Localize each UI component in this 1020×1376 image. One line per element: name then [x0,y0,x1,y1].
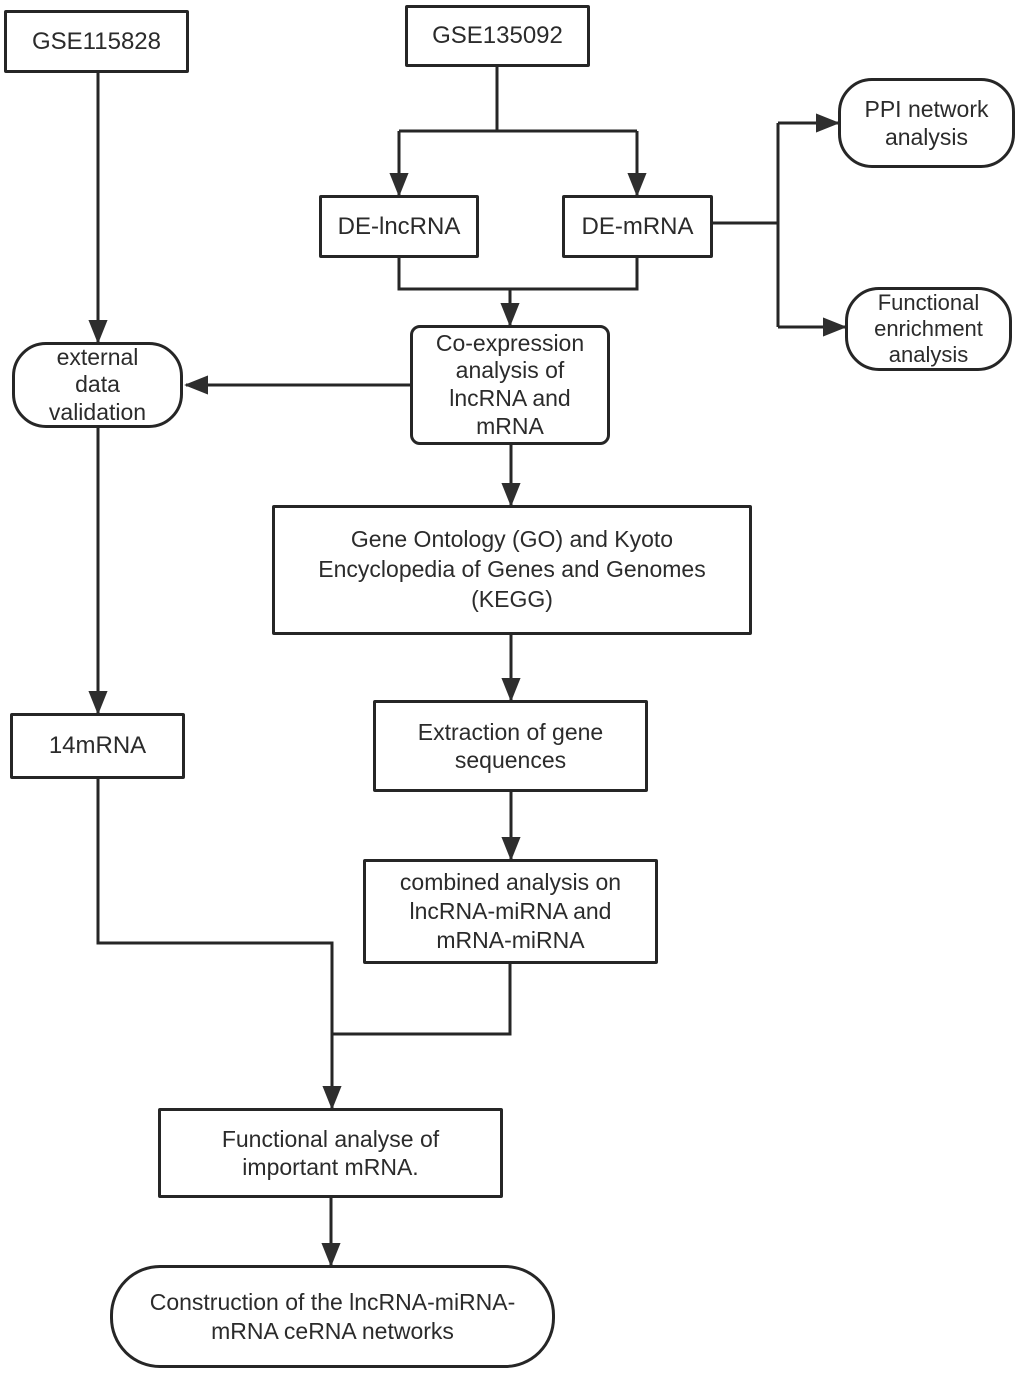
node-coexpression-analysis: Co-expression analysis of lncRNA and mRN… [410,325,610,445]
node-combined-analysis: combined analysis on lncRNA-miRNA and mR… [363,859,658,964]
node-14mrna: 14mRNA [10,713,185,779]
node-de-lncrna: DE-lncRNA [319,195,479,258]
node-construction-cerna-networks: Construction of the lncRNA-miRNA- mRNA c… [110,1265,555,1368]
edge-14mrna-to-junction-and-down [96,779,342,1110]
node-functional-analyse-mrna: Functional analyse of important mRNA. [158,1108,503,1198]
node-gse115828: GSE115828 [4,10,189,73]
edge-combined-to-junction [332,964,512,1036]
node-go-kegg: Gene Ontology (GO) and Kyoto Encyclopedi… [272,505,752,635]
node-extraction-gene-sequences: Extraction of gene sequences [373,700,648,792]
edge-gse135092-split [399,67,637,133]
edge-de-merge [397,258,639,291]
node-ppi-network-analysis: PPI network analysis [838,78,1015,168]
node-functional-enrichment-analysis: Functional enrichment analysis [845,287,1012,371]
node-de-mrna: DE-mRNA [562,195,713,258]
node-external-data-validation: external data validation [12,342,183,428]
node-gse135092: GSE135092 [405,5,590,67]
edge-de-mrna-branch [713,123,780,327]
